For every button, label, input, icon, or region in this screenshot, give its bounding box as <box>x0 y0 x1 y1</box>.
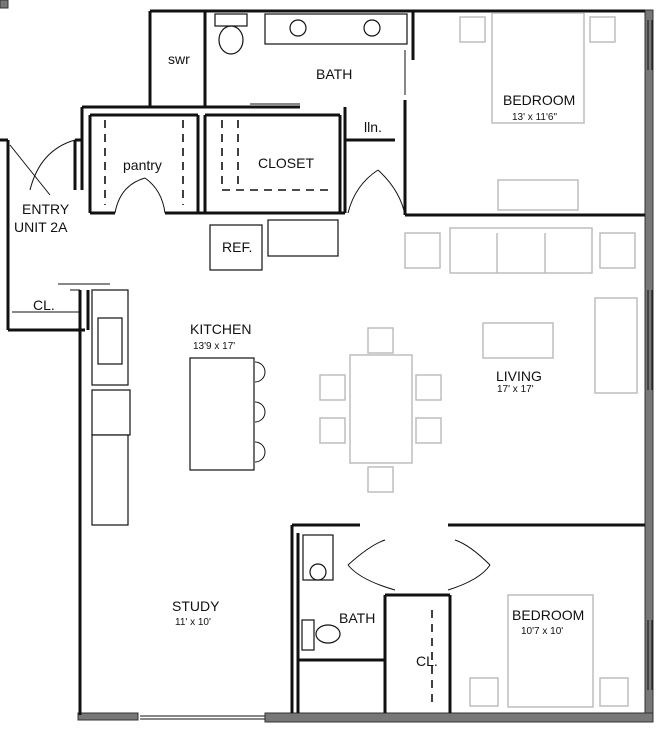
dims-study: 11' x 10' <box>175 617 211 628</box>
closet-rods <box>104 120 433 705</box>
interior-walls <box>0 9 645 715</box>
label-bath-small: BATH <box>339 610 375 626</box>
label-pantry: pantry <box>123 157 162 173</box>
label-kitchen: KITCHEN <box>190 321 251 337</box>
label-linen: lln. <box>364 119 382 135</box>
label-refrigerator: REF. <box>222 239 252 255</box>
label-study: STUDY <box>172 598 220 614</box>
doors <box>9 50 491 591</box>
label-bath-main: BATH <box>316 66 352 82</box>
small-bath-fixtures <box>301 534 341 651</box>
main-bedroom-furniture <box>459 12 616 211</box>
label-closet: CLOSET <box>258 155 314 171</box>
room-labels: swr BATH lln. BEDROOM 13' x 11'6" pantry… <box>14 51 584 669</box>
label-entry-closet: CL. <box>33 297 55 313</box>
entry-closet <box>12 283 110 313</box>
label-unit: UNIT 2A <box>14 219 68 235</box>
label-shower: swr <box>168 51 190 67</box>
main-bath-fixtures <box>214 13 408 55</box>
exterior-walls <box>0 0 654 723</box>
label-bedroom-second: BEDROOM <box>512 607 584 623</box>
dims-kitchen: 13'9 x 17' <box>193 341 235 352</box>
dims-living: 17' x 17' <box>497 384 534 395</box>
label-bedroom-closet: CL. <box>416 653 438 669</box>
label-living: LIVING <box>496 368 542 384</box>
dims-bedroom-second: 10'7 x 10' <box>521 626 563 637</box>
second-bedroom-furniture <box>469 594 629 708</box>
label-bedroom-main: BEDROOM <box>503 92 575 108</box>
kitchen-fixtures <box>91 219 339 526</box>
dims-bedroom-main: 13' x 11'6" <box>512 112 557 123</box>
label-entry: ENTRY <box>22 201 70 217</box>
windows <box>140 20 653 720</box>
living-furniture <box>319 227 638 493</box>
